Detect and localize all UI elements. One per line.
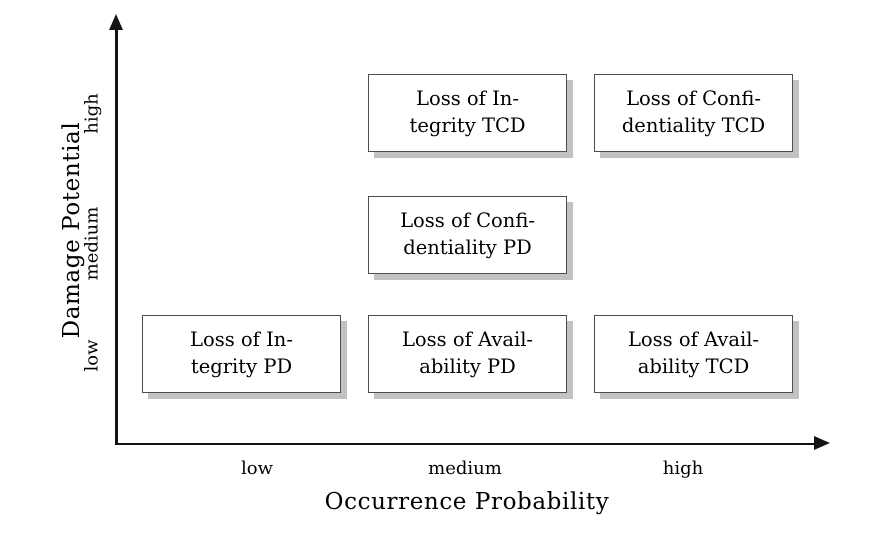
y-axis-line bbox=[115, 26, 118, 445]
risk-cell-line1: Loss of In- bbox=[416, 87, 519, 111]
y-tick-label-low: low bbox=[81, 339, 103, 372]
x-tick-label-high: high bbox=[662, 458, 704, 479]
risk-cell-line1: Loss of Avail- bbox=[627, 328, 760, 352]
risk-cell-line1: Loss of Confi- bbox=[400, 209, 535, 233]
x-tick-label-low: low bbox=[240, 458, 273, 479]
risk-cell-line2: ability TCD bbox=[637, 355, 750, 378]
risk-cell-line2: ability PD bbox=[419, 355, 516, 378]
risk-cell-line2: tegrity PD bbox=[190, 355, 293, 378]
y-tick-label-high: high bbox=[81, 93, 103, 134]
risk-cell-availability-pd[interactable]: Loss of Avail- ability PD bbox=[368, 315, 567, 393]
risk-cell-line2: tegrity TCD bbox=[409, 114, 526, 137]
risk-cell-integrity-pd[interactable]: Loss of In- tegrity PD bbox=[142, 315, 341, 393]
risk-cell-confidentiality-tcd[interactable]: Loss of Confi- dentiality TCD bbox=[594, 74, 793, 152]
risk-cell-confidentiality-pd[interactable]: Loss of Confi- dentiality PD bbox=[368, 196, 567, 274]
risk-cell-availability-tcd[interactable]: Loss of Avail- ability TCD bbox=[594, 315, 793, 393]
x-axis-title: Occurrence Probability bbox=[324, 489, 610, 515]
risk-cell-line2: dentiality TCD bbox=[621, 114, 766, 137]
risk-cell-line2: dentiality PD bbox=[403, 236, 532, 259]
y-axis-arrow-icon bbox=[109, 14, 123, 30]
x-axis-line bbox=[115, 442, 820, 445]
y-tick-label-medium: medium bbox=[81, 206, 103, 281]
risk-cell-line1: Loss of Confi- bbox=[626, 87, 761, 111]
risk-cell-line1: Loss of In- bbox=[190, 328, 293, 352]
x-axis-arrow-icon bbox=[814, 435, 830, 450]
risk-cell-integrity-tcd[interactable]: Loss of In- tegrity TCD bbox=[368, 74, 567, 152]
risk-cell-line1: Loss of Avail- bbox=[401, 328, 534, 352]
x-tick-label-medium: medium bbox=[428, 458, 502, 479]
